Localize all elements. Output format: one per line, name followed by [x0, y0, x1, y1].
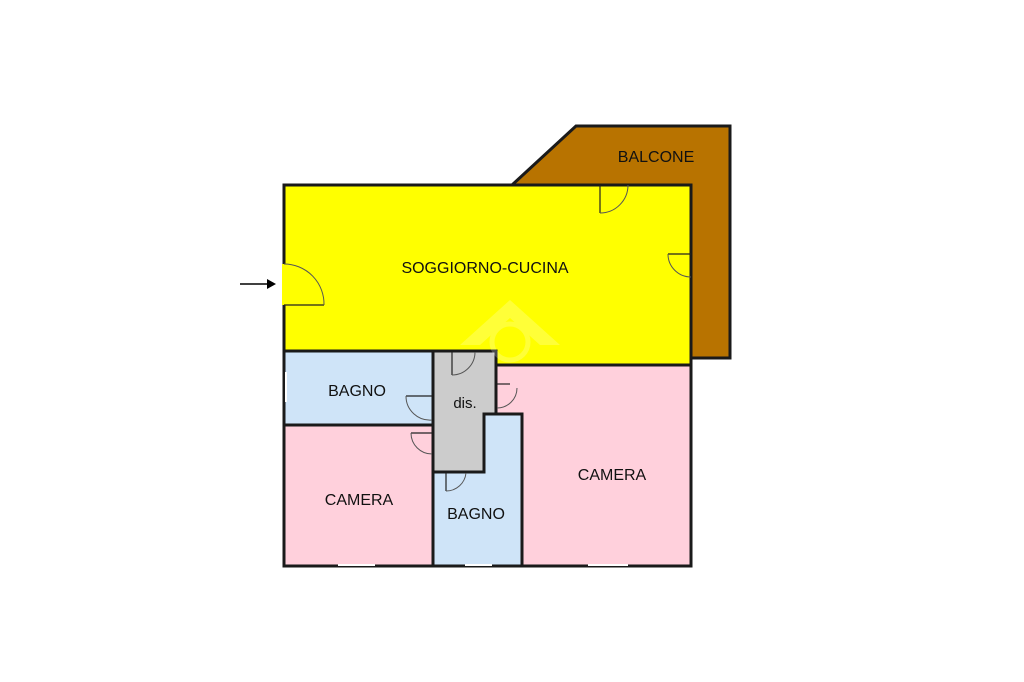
label-bagno-left: BAGNO [328, 383, 386, 400]
living-kitchen-area [284, 185, 691, 365]
bedroom-right-area [496, 365, 691, 566]
bathroom-left-door [405, 395, 433, 421]
bedroom-left-door [410, 432, 433, 455]
label-dis: dis. [453, 395, 476, 412]
bedroom-left-area [284, 425, 433, 566]
label-bagno-center: BAGNO [447, 506, 505, 523]
windows [285, 372, 628, 566]
balcony-door-top [599, 184, 629, 214]
watermark-logo [460, 300, 560, 363]
hallway-door [451, 351, 476, 376]
label-camera-left: CAMERA [325, 492, 394, 509]
entrance-arrow-icon [240, 279, 276, 289]
bathroom-left-area [284, 351, 433, 425]
hallway-area [433, 351, 496, 472]
balcony-door-right [667, 253, 692, 278]
bathroom-center-area [433, 414, 522, 566]
bedroom-right-door [496, 383, 518, 409]
label-balcone: BALCONE [618, 149, 694, 166]
bathroom-center-door [445, 472, 467, 492]
label-camera-right: CAMERA [578, 467, 647, 484]
label-soggiorno-cucina: SOGGIORNO-CUCINA [401, 260, 568, 277]
entrance-door [282, 263, 325, 306]
